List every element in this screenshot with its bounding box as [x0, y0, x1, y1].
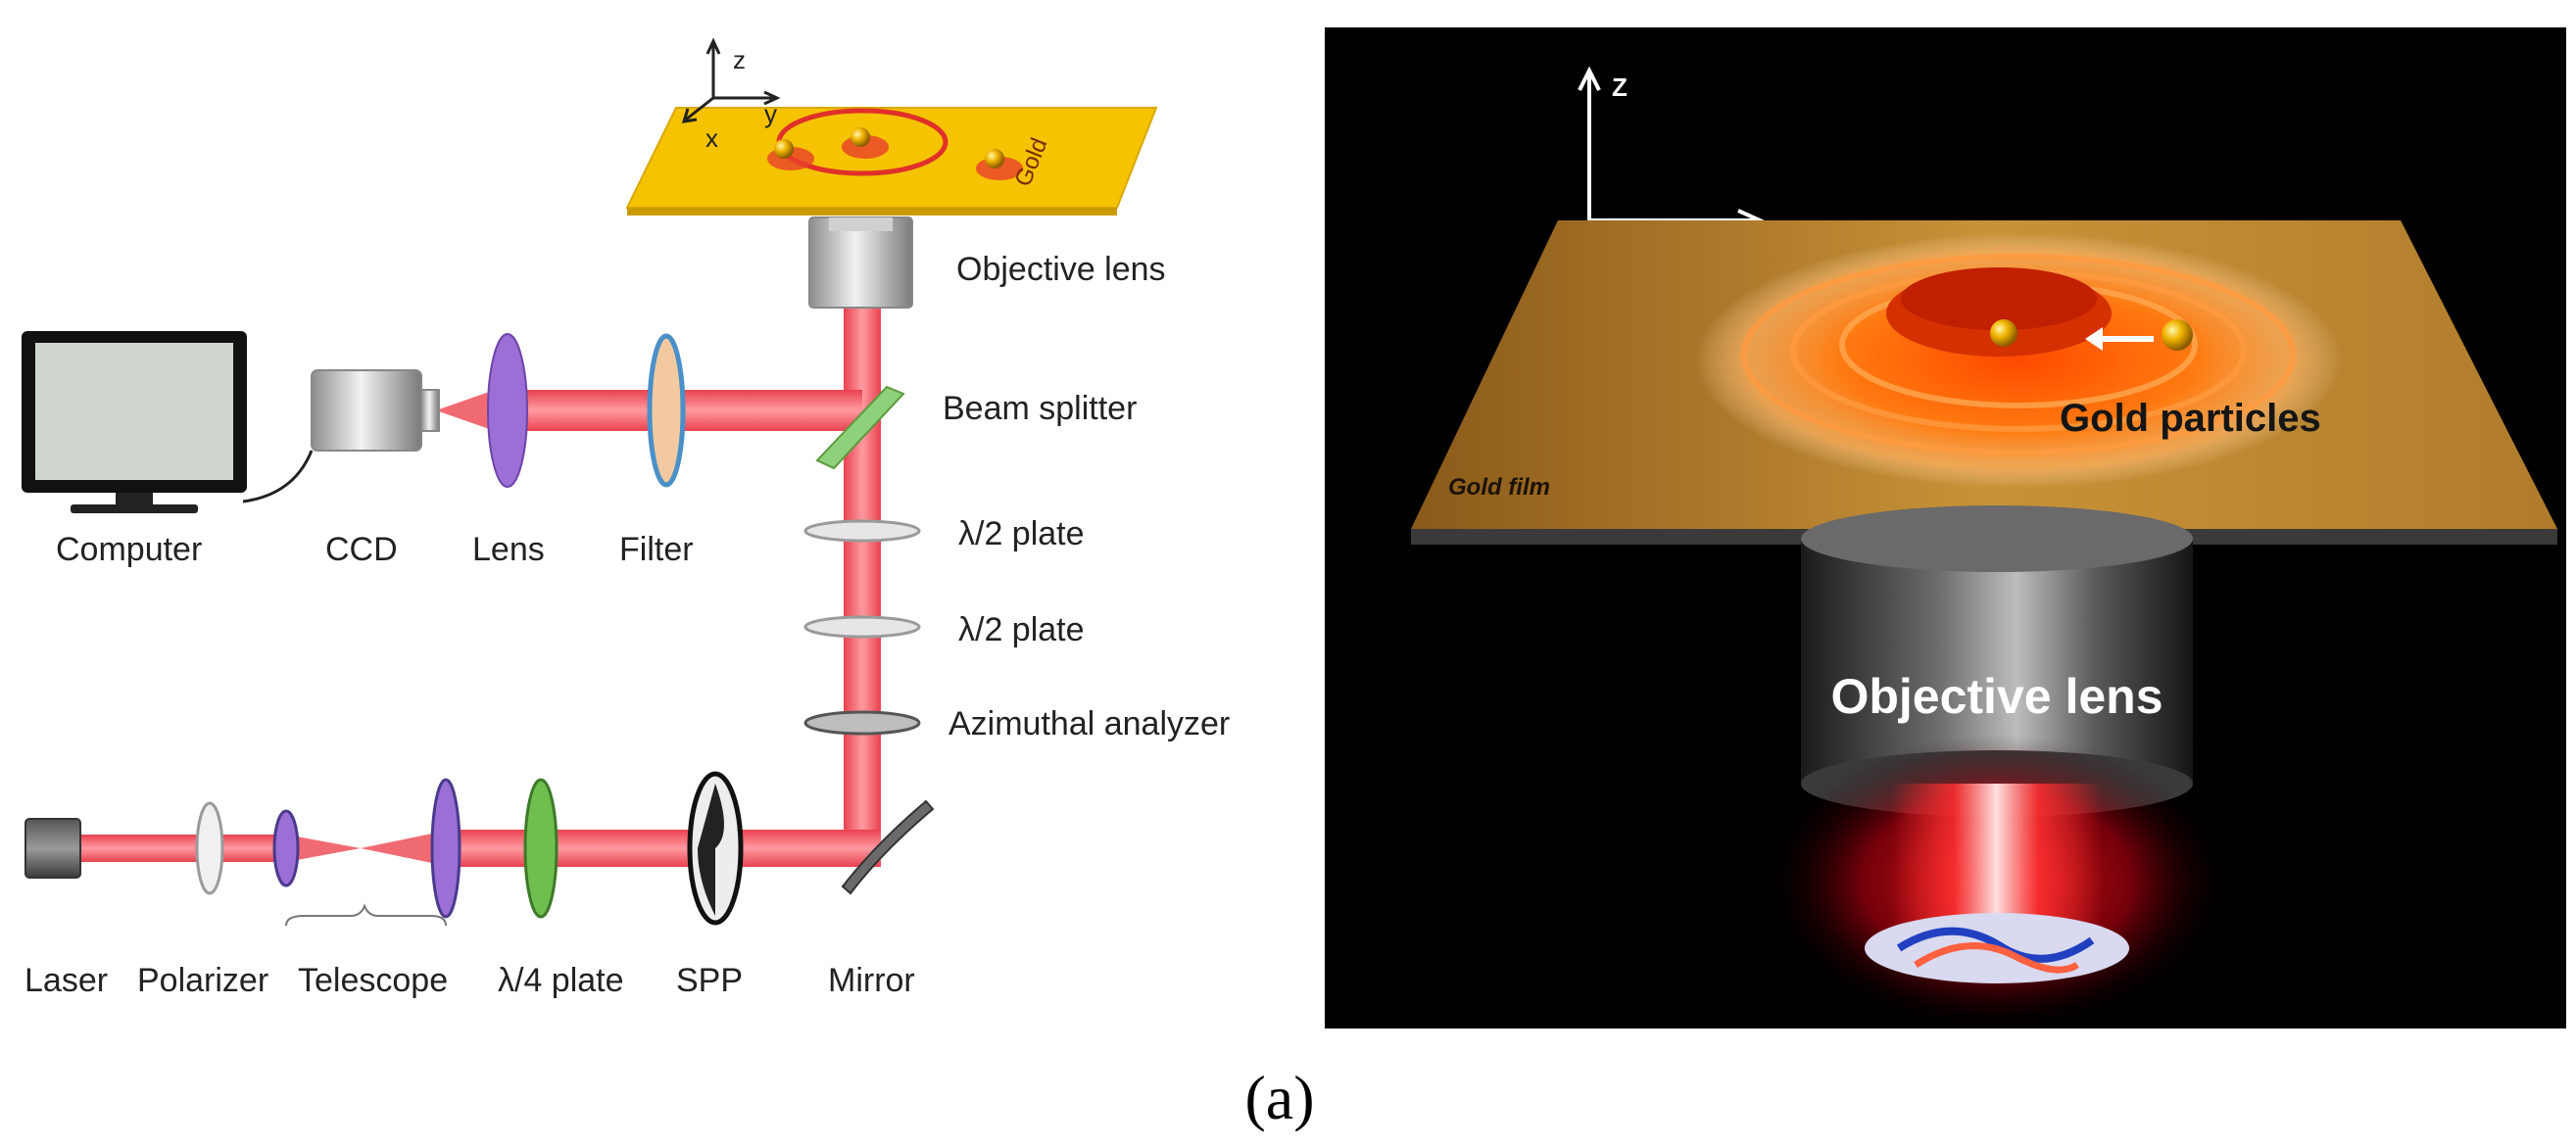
laser-body	[24, 818, 81, 879]
detection-lens-icon	[487, 333, 528, 488]
vortex-pattern	[1914, 942, 2079, 974]
filter-icon	[647, 333, 686, 488]
label-half-wave-plate-2: λ/2 plate	[958, 611, 1085, 648]
axis-label-x: x	[705, 123, 718, 153]
computer-base	[71, 504, 198, 513]
gold-particle	[774, 139, 794, 159]
gold-particle	[1990, 319, 2017, 347]
label-polarizer: Polarizer	[137, 962, 268, 999]
vortex-pattern	[1896, 927, 2095, 963]
label-half-wave-plate-1: λ/2 plate	[958, 515, 1085, 552]
figure-caption: (a)	[1244, 1063, 1314, 1132]
label-objective-lens: Objective lens	[956, 251, 1166, 288]
ccd-camera-body	[311, 369, 422, 452]
telescope-lens-1	[272, 809, 300, 887]
beam-laser	[78, 835, 284, 862]
gold-particle	[2162, 319, 2193, 351]
setup-diagram: Gold z y x	[22, 37, 1230, 999]
axis-label-z: z	[733, 45, 746, 74]
label-beam-splitter: Beam splitter	[943, 390, 1137, 427]
half-wave-plate-1	[803, 519, 921, 543]
gold-particles-label: Gold particles	[2060, 397, 2321, 440]
label-lens: Lens	[472, 531, 545, 568]
gold-particle	[985, 149, 1004, 168]
label-azimuthal-analyzer: Azimuthal analyzer	[948, 705, 1230, 742]
camera-cable	[242, 450, 314, 503]
objective-lens-tip	[829, 217, 893, 231]
beam-bottom	[451, 830, 881, 867]
objective-lens-top	[1801, 505, 2193, 572]
mirror-icon	[841, 799, 935, 895]
render-axis-label-z: Z	[1612, 72, 1628, 102]
gold-particle	[851, 127, 870, 147]
render-illustration: Z Y X Gold particles Gold film Objective…	[1325, 27, 2566, 1028]
spp-spiral	[698, 784, 724, 916]
ccd-camera-lens	[420, 389, 440, 432]
objective-lens-label: Objective lens	[1830, 669, 2163, 724]
label-quarter-wave-plate: λ/4 plate	[498, 962, 624, 999]
beam-vertical	[844, 309, 881, 830]
label-laser: Laser	[24, 962, 108, 999]
plasmon-ring	[1741, 254, 2296, 455]
beam-focus-ccd	[436, 390, 495, 431]
telescope-brace	[285, 903, 447, 927]
gold-sample-edge	[627, 208, 1117, 215]
label-mirror: Mirror	[828, 962, 915, 999]
computer-screen	[35, 343, 233, 480]
particle-arrow-head	[2085, 327, 2103, 351]
axis-label-y: y	[764, 99, 777, 128]
telescope-lens-2	[430, 778, 462, 919]
azimuthal-analyzer-icon	[803, 710, 921, 736]
setup-axes	[681, 37, 781, 123]
label-ccd: CCD	[325, 531, 398, 568]
plasmon-dome-top	[1901, 267, 2097, 330]
label-filter: Filter	[619, 531, 694, 568]
gold-film-label: Gold film	[1448, 474, 1550, 501]
label-spp: SPP	[676, 962, 743, 999]
quarter-wave-plate-icon	[523, 778, 559, 919]
beam-splitter-icon	[815, 385, 905, 470]
label-telescope: Telescope	[298, 962, 448, 999]
half-wave-plate-2	[803, 615, 921, 639]
computer-stand	[116, 493, 153, 504]
beam-telescope-expand	[286, 830, 451, 867]
label-computer: Computer	[56, 531, 202, 568]
polarizer-icon	[195, 801, 224, 895]
